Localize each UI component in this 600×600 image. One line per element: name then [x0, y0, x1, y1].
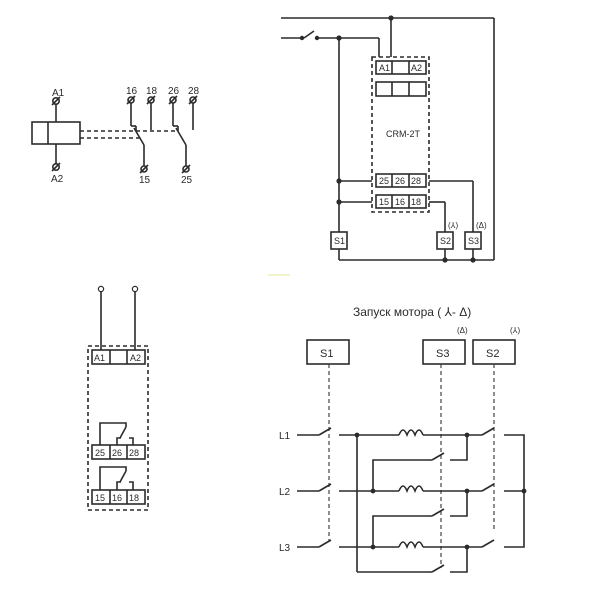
front-terminal-25: 25: [95, 448, 105, 458]
terminal-a1-label: A1: [52, 88, 65, 99]
front-terminal-16: 16: [112, 493, 122, 503]
front-terminal-a2: A2: [130, 353, 141, 363]
front-terminal-15: 15: [95, 493, 105, 503]
motor-start-title: Запуск мотора ( ⅄- Δ): [353, 305, 471, 319]
indicator-block: [375, 81, 427, 97]
terminal-a2-label: A2: [51, 174, 64, 185]
phase-l1: L1: [279, 431, 291, 442]
front-view: A1 A2 25 26 28 15 16 18: [87, 285, 149, 511]
coil-contact-symbol: A1 A2 16 18 15 26 28: [31, 86, 200, 186]
terminal-screw-icon: [51, 96, 61, 106]
wiring-terminal-26: 26: [395, 176, 405, 186]
svg-text:S3: S3: [468, 236, 479, 246]
terminal-28-label: 28: [188, 86, 200, 97]
front-terminal-a1: A1: [94, 353, 105, 363]
wiring-terminal-a1: A1: [379, 63, 390, 73]
terminal-25-label: 25: [181, 175, 193, 186]
svg-text:S1: S1: [320, 348, 333, 360]
wiring-diagram: A1 A2 CRM-2T 25 26 28 15 16 18 S1 S2: [281, 15, 495, 263]
wiring-terminal-25: 25: [379, 176, 389, 186]
main-switch: [303, 30, 315, 39]
front-terminal-26: 26: [112, 448, 122, 458]
svg-text:S2: S2: [486, 348, 499, 360]
phase-l2: L2: [279, 487, 291, 498]
svg-text:S1: S1: [334, 236, 345, 246]
motor-winding-1: [398, 429, 424, 438]
terminal-15-label: 15: [139, 175, 151, 186]
terminal-18-label: 18: [146, 86, 158, 97]
relay-coil: [31, 121, 81, 145]
motor-winding-3: [398, 541, 424, 550]
svg-text:S3: S3: [436, 348, 449, 360]
front-terminal-18: 18: [129, 493, 139, 503]
wiring-terminal-15: 15: [379, 197, 389, 207]
star-note: (⅄): [510, 326, 521, 335]
wiring-terminal-16: 16: [395, 197, 405, 207]
terminal-26-label: 26: [168, 86, 180, 97]
svg-text:S2: S2: [440, 236, 451, 246]
motor-winding-2: [398, 485, 424, 494]
contact-blade: [133, 127, 145, 146]
wiring-terminal-a2: A2: [411, 63, 422, 73]
terminal-16-label: 16: [126, 86, 138, 97]
motor-start-diagram: Запуск мотора ( ⅄- Δ) S1 S3 (Δ) S2 (⅄) L…: [279, 305, 527, 573]
wiring-terminal-28: 28: [411, 176, 421, 186]
motor-contactor-s2: [472, 339, 516, 365]
star-note: (⅄): [448, 221, 459, 230]
delta-note: (Δ): [476, 221, 487, 230]
front-terminal-28: 28: [129, 448, 139, 458]
delta-note: (Δ): [457, 326, 468, 335]
motor-contactor-s3: [422, 339, 466, 365]
phase-l3: L3: [279, 543, 291, 554]
wiring-terminal-18: 18: [411, 197, 421, 207]
front-enclosure: [87, 345, 149, 511]
motor-contactor-s1: [306, 339, 350, 365]
device-name: CRM-2T: [386, 129, 420, 139]
terminal-screw-icon: [51, 162, 61, 172]
device-enclosure: [371, 56, 430, 213]
